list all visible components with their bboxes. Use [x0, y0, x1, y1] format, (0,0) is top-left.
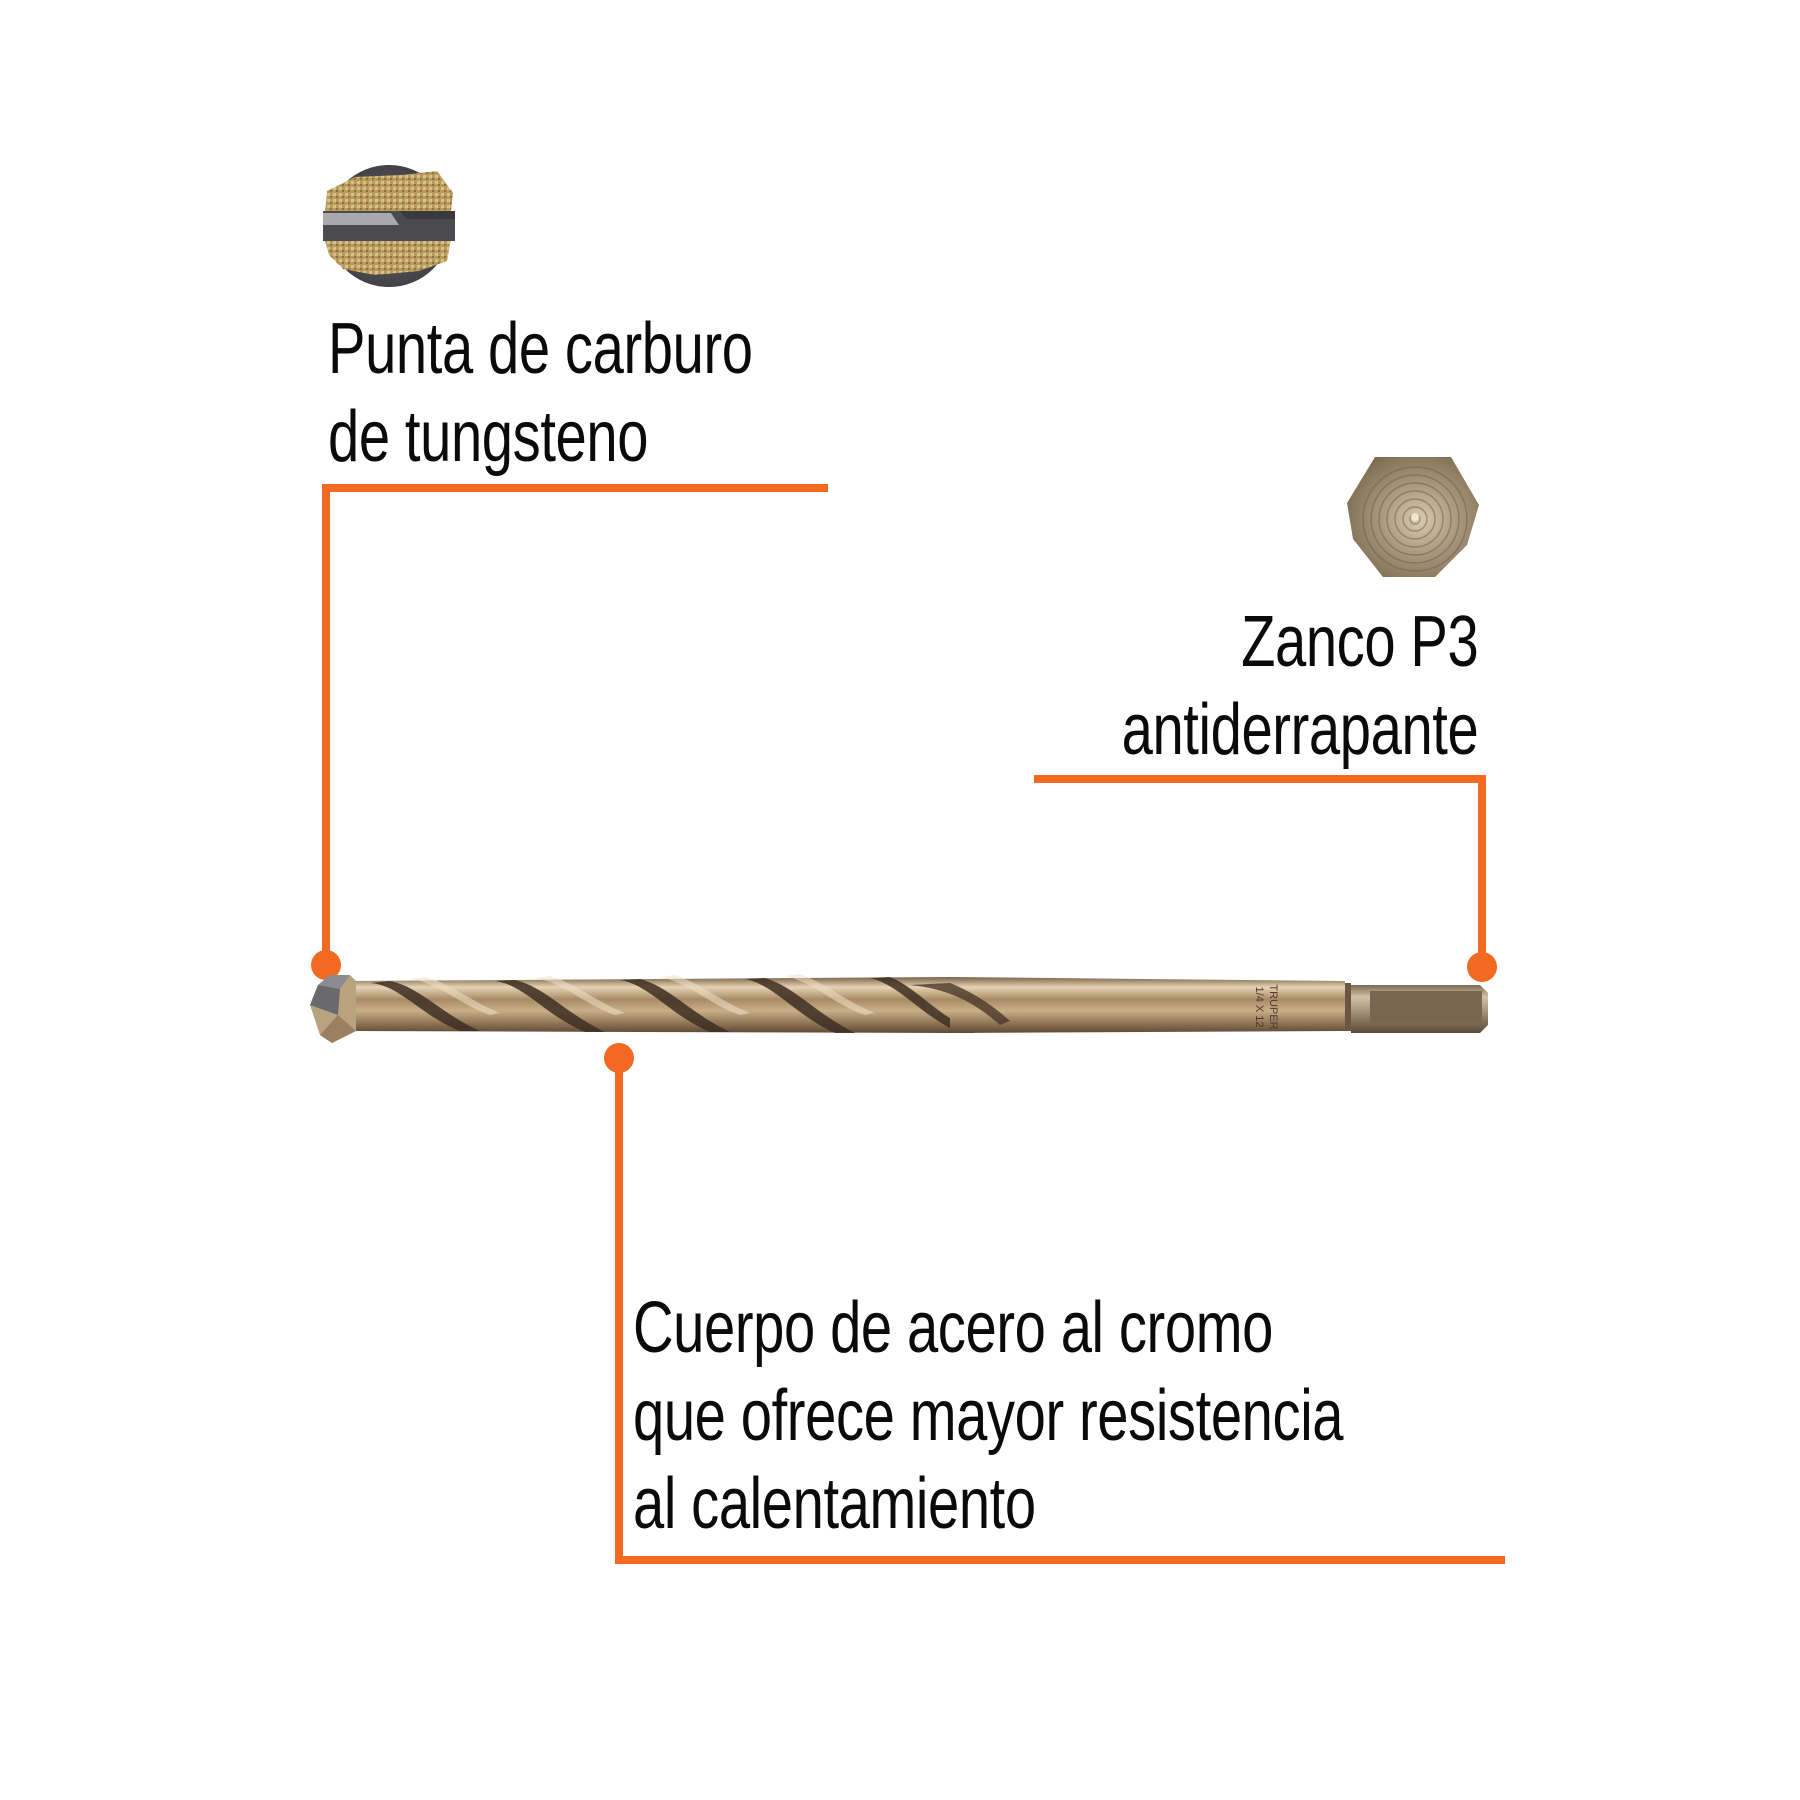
shank-callout-label: Zanco P3 antiderrapante: [1121, 598, 1478, 774]
carbide-tip-icon: [315, 163, 463, 289]
tip-leader-vertical: [322, 484, 330, 966]
drill-bit-image: TRUPER 1/4 X 12: [310, 955, 1500, 1055]
engraving-size: 1/4 X 12: [1253, 987, 1265, 1028]
body-label-line-1: Cuerpo de acero al cromo: [633, 1288, 1273, 1368]
body-label-line-2: que ofrece mayor resistencia: [633, 1376, 1344, 1456]
engraving-brand: TRUPER: [1267, 984, 1279, 1029]
shank-label-line-1: Zanco P3: [1240, 602, 1479, 682]
shank-label-line-2: antiderrapante: [1121, 690, 1478, 770]
tip-leader-horizontal: [322, 484, 828, 492]
body-leader-horizontal: [615, 1556, 1505, 1564]
body-leader-vertical: [615, 1058, 623, 1564]
shank-leader-vertical: [1478, 775, 1486, 967]
tip-label-line-1: Punta de carburo: [328, 309, 753, 389]
tip-label-line-2: de tungsteno: [328, 397, 649, 477]
tip-callout-label: Punta de carburo de tungsteno: [328, 305, 753, 481]
body-callout-label: Cuerpo de acero al cromo que ofrece mayo…: [633, 1284, 1344, 1548]
shank-callout-dot: [1467, 952, 1497, 982]
shank-leader-horizontal: [1034, 775, 1486, 783]
body-label-line-3: al calentamiento: [633, 1464, 1036, 1544]
hex-shank-end-icon: [1345, 455, 1483, 579]
